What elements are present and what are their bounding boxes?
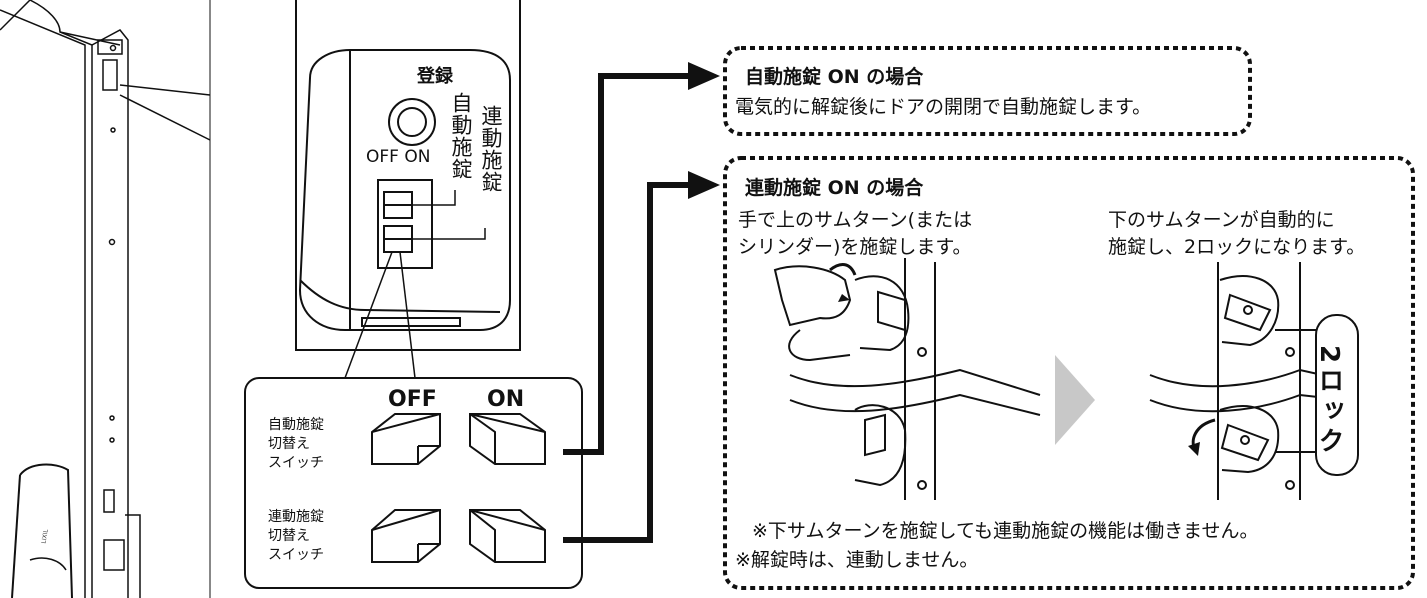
two-lock-badge: 2ロック	[1314, 345, 1344, 458]
auto-lock-vertical-label: 自動施錠	[449, 92, 473, 180]
door-illustration	[0, 0, 211, 598]
linked-lock-box-border	[723, 156, 1415, 590]
arrowhead-auto	[688, 62, 720, 90]
switch-off-header: OFF	[388, 387, 437, 412]
auto-lock-switch-label-line: 自動施錠	[268, 417, 324, 433]
switch-off-icon-top	[371, 413, 441, 465]
callout-lines	[344, 251, 416, 379]
arrow-to-linked-lock	[563, 180, 699, 543]
switch-on-header: ON	[487, 387, 525, 412]
control-panel-illustration	[295, 0, 521, 351]
linked-lock-step1-line1: 手で上のサムターン(または	[738, 209, 973, 231]
register-button-label: 登録	[417, 66, 453, 87]
auto-lock-switch-label: 自動施錠 切替え スイッチ	[268, 416, 324, 473]
switch-detail-box	[244, 377, 583, 589]
linked-lock-step2-line2: 施錠し、2ロックになります。	[1108, 236, 1366, 258]
linked-lock-note-1: ※下サムターンを施錠しても連動施錠の機能は働きません。	[752, 520, 1259, 542]
linked-lock-step1-line2: シリンダー)を施錠します。	[738, 236, 972, 258]
auto-lock-switch-label-line: 切替え	[268, 436, 310, 452]
linked-lock-switch-label-line: スイッチ	[268, 547, 324, 563]
switch-on-icon-top	[469, 413, 546, 465]
linked-lock-switch-label-line: 連動施錠	[268, 509, 324, 525]
thumb-turn-after-illustration	[1149, 262, 1346, 500]
auto-lock-box-border	[723, 46, 1252, 136]
switch-off-icon-bottom	[371, 509, 441, 563]
linked-lock-note-2: ※解錠時は、連動しません。	[735, 549, 979, 571]
linked-lock-title: 連動施錠 ON の場合	[745, 177, 924, 199]
linked-lock-switch-label: 連動施錠 切替え スイッチ	[268, 508, 324, 565]
thumb-turn-before-illustration	[773, 258, 1041, 500]
linked-lock-vertical-label: 連動施錠	[479, 105, 503, 193]
arrow-to-auto-lock	[563, 71, 699, 455]
auto-lock-description: 電気的に解錠後にドアの開閉で自動施錠します。	[735, 96, 1152, 118]
transition-arrow	[1055, 355, 1095, 445]
switch-on-icon-bottom	[469, 509, 546, 563]
auto-lock-switch-label-line: スイッチ	[268, 455, 324, 471]
off-on-label: OFF ON	[366, 147, 431, 167]
auto-lock-title: 自動施錠 ON の場合	[745, 66, 924, 88]
two-lock-badge-frame	[1315, 314, 1359, 476]
connector-arrows	[563, 71, 699, 543]
linked-lock-step2-line1: 下のサムターンが自動的に	[1108, 209, 1335, 231]
arrowhead-linked	[688, 171, 720, 199]
linked-lock-switch-label-line: 切替え	[268, 528, 310, 544]
